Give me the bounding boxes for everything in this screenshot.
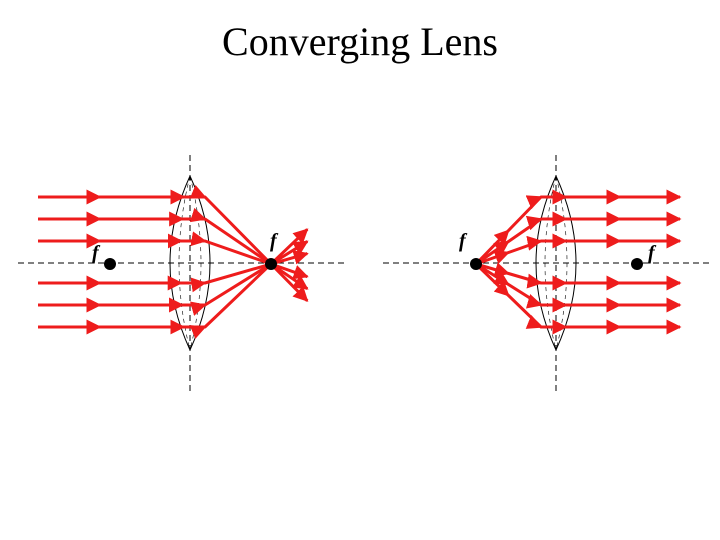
left-panel: f f: [18, 155, 345, 395]
focal-label: f: [648, 242, 657, 264]
focal-label: f: [92, 242, 101, 264]
ray: [475, 233, 682, 266]
focal-label: f: [459, 230, 468, 252]
focal-point: [104, 258, 116, 270]
ray: [474, 262, 682, 335]
outgoing-rays: [474, 189, 682, 335]
right-panel: f f: [383, 155, 712, 395]
focal-point: [631, 258, 643, 270]
focal-point: [265, 258, 277, 270]
ray: [475, 262, 682, 291]
incoming-rays: [38, 184, 309, 339]
focal-point: [470, 258, 482, 270]
focal-label: f: [270, 230, 279, 252]
page-title: Converging Lens: [222, 19, 498, 64]
ray: [38, 228, 309, 339]
ray: [38, 184, 309, 302]
